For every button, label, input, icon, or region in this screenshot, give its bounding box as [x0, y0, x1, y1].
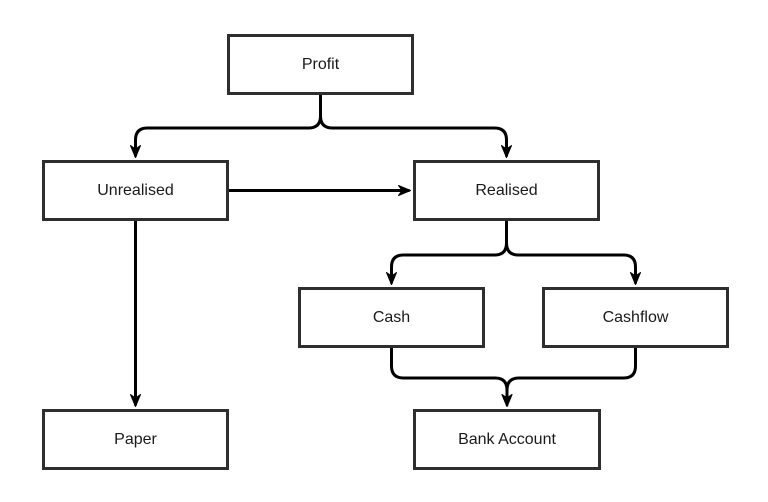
- node-realised-label: Realised: [475, 181, 538, 199]
- edge-cash-to-bank-account: [390, 348, 513, 407]
- edge-profit-to-unrealised: [130, 95, 322, 158]
- node-cash[interactable]: Cash: [298, 287, 485, 348]
- node-profit-label: Profit: [301, 55, 340, 73]
- node-bank-account-label: Bank Account: [458, 430, 556, 448]
- edge-realised-to-cash: [386, 221, 508, 285]
- node-cashflow-label: Cashflow: [602, 308, 669, 326]
- node-realised[interactable]: Realised: [413, 160, 600, 221]
- node-bank-account[interactable]: Bank Account: [413, 409, 601, 470]
- node-unrealised-label: Unrealised: [97, 181, 174, 199]
- node-profit[interactable]: Profit: [227, 34, 414, 95]
- node-cash-label: Cash: [372, 308, 411, 326]
- edge-profit-to-realised: [319, 95, 512, 158]
- edge-realised-to-cashflow: [505, 221, 641, 285]
- node-paper-label: Paper: [114, 430, 157, 448]
- node-cashflow[interactable]: Cashflow: [542, 287, 729, 348]
- edge-cashflow-to-bank-account: [501, 348, 637, 407]
- node-paper[interactable]: Paper: [42, 409, 229, 470]
- node-unrealised[interactable]: Unrealised: [42, 160, 229, 221]
